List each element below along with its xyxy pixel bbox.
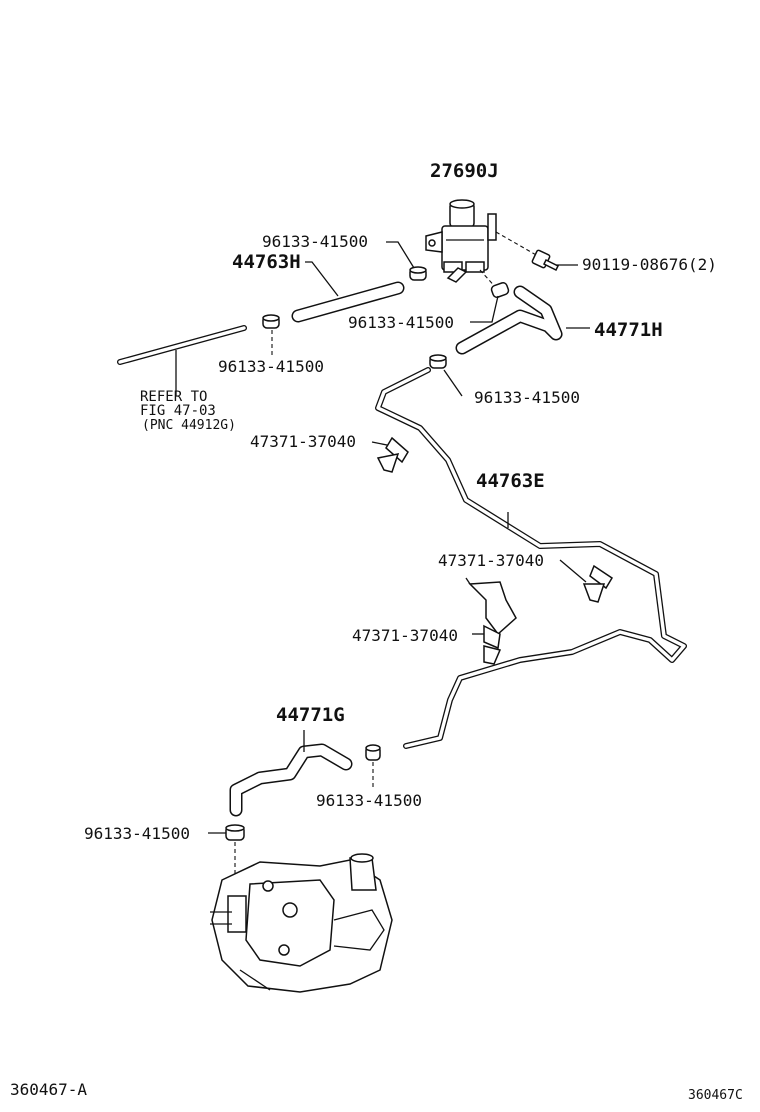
pipe-44763e <box>375 367 687 749</box>
label-90119-08676: 90119-08676(2) <box>582 255 717 274</box>
hose-44763h <box>291 261 405 323</box>
label-44763h: 44763H <box>232 251 301 273</box>
label-doc-id: 360467C <box>688 1088 743 1103</box>
engine-component <box>210 853 393 993</box>
hose-clamp-d <box>429 354 463 397</box>
label-44763e: 44763E <box>476 470 545 492</box>
pipe-clip-b <box>559 559 614 603</box>
label-refer-1: REFER TO <box>140 389 207 405</box>
bolt <box>495 231 578 272</box>
label-clamp-f: 96133-41500 <box>84 824 190 843</box>
refer-pipe <box>117 325 247 396</box>
label-fig-id: 360467-A <box>10 1080 87 1099</box>
label-44771h: 44771H <box>594 319 663 341</box>
label-clamp-b: 96133-41500 <box>218 357 324 376</box>
label-clip-c: 47371-37040 <box>352 626 458 645</box>
hose-clamp-a <box>386 241 427 281</box>
label-clamp-d: 96133-41500 <box>474 388 580 407</box>
label-clamp-c: 96133-41500 <box>348 313 454 332</box>
label-clip-b: 47371-37040 <box>438 551 544 570</box>
pipe-clip-c <box>472 624 502 665</box>
hose-44771h <box>455 285 590 355</box>
label-27690j: 27690J <box>430 160 499 182</box>
vacuum-switching-valve <box>425 199 497 283</box>
bracket <box>465 577 517 636</box>
label-refer-3: (PNC 44912G) <box>142 418 236 433</box>
hose-44771g <box>229 730 353 817</box>
pipe-clip-a <box>371 436 409 473</box>
label-44771g: 44771G <box>276 704 345 726</box>
hose-clamp-e <box>365 744 381 788</box>
label-clip-a: 47371-37040 <box>250 432 356 451</box>
label-clamp-a: 96133-41500 <box>262 232 368 251</box>
hose-clamp-b <box>262 314 280 356</box>
hose-clamp-c <box>470 269 510 323</box>
label-refer-2: FIG 47-03 <box>140 403 216 419</box>
label-clamp-e: 96133-41500 <box>316 791 422 810</box>
